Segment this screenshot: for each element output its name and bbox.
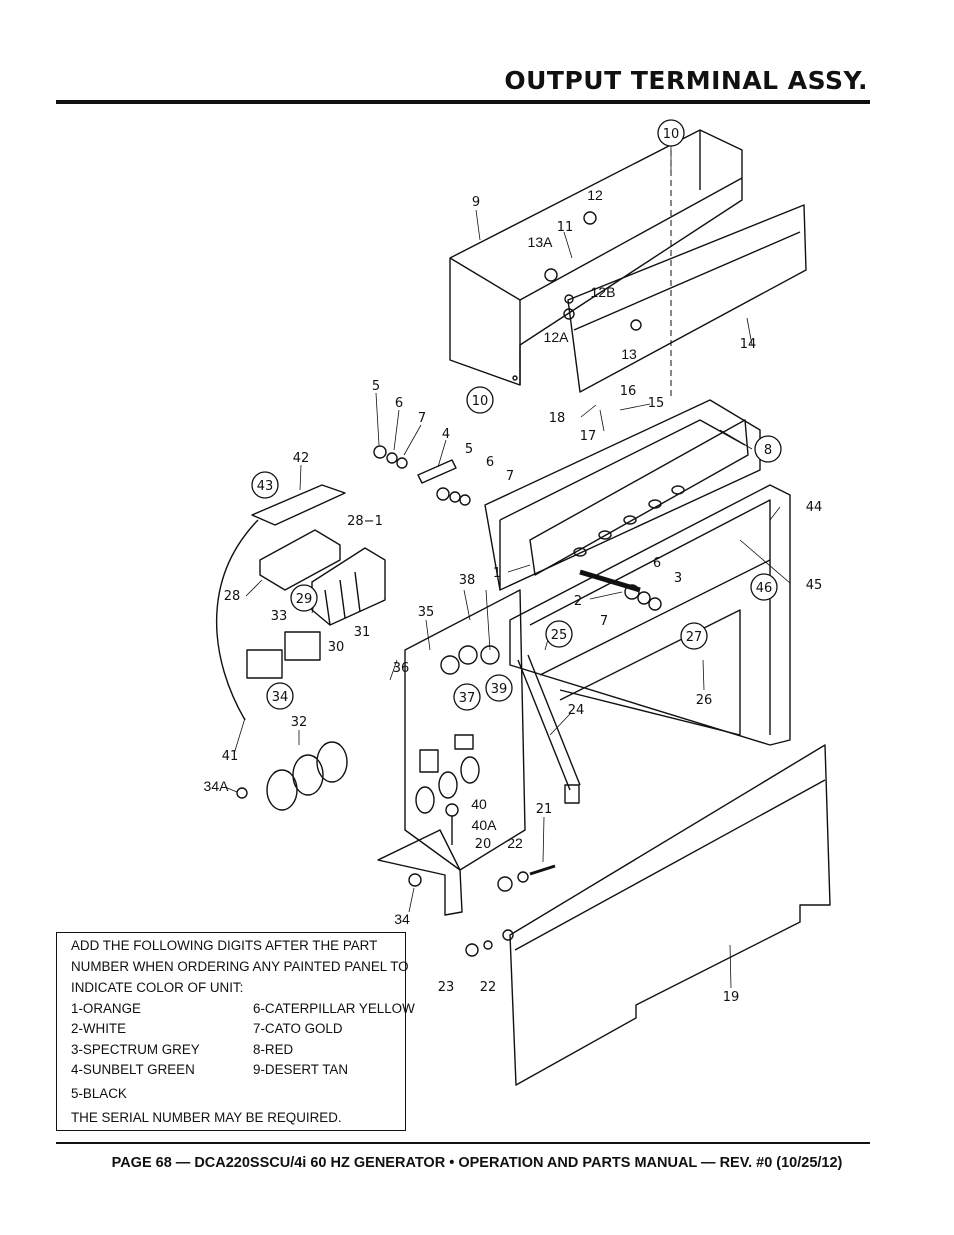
callout-7-mid: 7	[506, 469, 514, 484]
callout-40: 40	[471, 796, 487, 812]
callout-30: 30	[328, 640, 345, 655]
callout-42: 42	[293, 451, 310, 466]
callout-8: 8	[764, 443, 772, 458]
callout-9: 9	[472, 195, 480, 210]
callout-24: 24	[568, 703, 585, 718]
callout-15: 15	[648, 396, 665, 411]
note-color-row: 4-SUNBELT GREEN 9-DESERT TAN	[71, 1062, 348, 1078]
callout-22-upper: 22	[507, 835, 523, 851]
note-color-last: 5-BLACK	[71, 1086, 127, 1101]
callout-26: 26	[696, 693, 713, 708]
callout-33: 33	[271, 609, 288, 624]
callout-21: 21	[536, 802, 553, 817]
callout-43: 43	[257, 479, 274, 494]
callout-16: 16	[620, 384, 637, 399]
main-frame-part	[509, 484, 791, 746]
callout-6-mid: 6	[486, 455, 494, 470]
front-control-panel-part	[377, 589, 526, 916]
note-serial: THE SERIAL NUMBER MAY BE REQUIRED.	[71, 1110, 342, 1125]
callout-7-top: 7	[418, 411, 426, 426]
callout-41: 41	[222, 749, 239, 764]
callout-12a: 12A	[544, 329, 570, 345]
callout-12: 12	[587, 187, 603, 203]
callout-38: 38	[459, 573, 476, 588]
color-code: 9-DESERT TAN	[253, 1062, 349, 1077]
note-intro-line-3: INDICATE COLOR OF UNIT:	[71, 980, 244, 995]
bracket-42-part	[251, 484, 346, 526]
callout-35: 35	[418, 605, 435, 620]
note-intro-line-2: NUMBER WHEN ORDERING ANY PAINTED PANEL T…	[71, 959, 409, 974]
top-cover-part	[449, 129, 743, 386]
callout-36: 36	[393, 661, 410, 676]
callout-4: 4	[442, 427, 450, 442]
footer-rule	[56, 1142, 870, 1144]
callout-39: 39	[491, 682, 508, 697]
callout-37: 37	[459, 691, 476, 706]
callout-5-top: 5	[372, 379, 380, 394]
callout-3: 3	[674, 571, 682, 586]
callout-28: 28	[224, 589, 241, 604]
callout-13: 13	[621, 346, 637, 362]
callout-1: 1	[493, 566, 501, 581]
callout-20: 20	[475, 837, 492, 852]
callout-6-top: 6	[395, 396, 403, 411]
twist-lock-receptacle-part	[266, 741, 348, 811]
color-code: 4-SUNBELT GREEN	[71, 1062, 195, 1077]
header-rule	[56, 100, 870, 104]
callout-28-1: 28−1	[347, 514, 383, 529]
page-title: OUTPUT TERMINAL ASSY.	[504, 66, 868, 95]
leader-lines	[224, 146, 791, 989]
callout-25: 25	[551, 628, 568, 643]
callout-10-mid: 10	[472, 394, 489, 409]
note-intro-line-1: ADD THE FOLLOWING DIGITS AFTER THE PART	[71, 938, 378, 953]
callout-19: 19	[723, 990, 740, 1005]
color-code: 6-CATERPILLAR YELLOW	[253, 1001, 415, 1016]
callout-46: 46	[756, 581, 773, 596]
callout-34-lower: 34	[394, 911, 410, 927]
callout-2: 2	[574, 594, 582, 609]
callout-45: 45	[806, 578, 823, 593]
callout-5-mid: 5	[465, 442, 473, 457]
circuit-breaker-part	[311, 547, 386, 626]
color-code: 1-ORANGE	[71, 1001, 141, 1016]
callout-14: 14	[740, 337, 757, 352]
callout-7-low: 7	[600, 614, 608, 629]
color-code: 3-SPECTRUM GREY	[71, 1042, 200, 1057]
note-color-row: 1-ORANGE 6-CATERPILLAR YELLOW	[71, 1001, 415, 1017]
callout-12b: 12B	[591, 284, 616, 300]
page-footer: PAGE 68 — DCA220SSCU/4i 60 HZ GENERATOR …	[111, 1155, 843, 1171]
callout-29: 29	[296, 592, 313, 607]
callout-31: 31	[354, 625, 371, 640]
color-code: 8-RED	[253, 1042, 294, 1057]
callout-18: 18	[549, 411, 566, 426]
callout-17: 17	[580, 429, 597, 444]
note-color-row: 3-SPECTRUM GREY 8-RED	[71, 1042, 293, 1058]
callout-44: 44	[806, 500, 823, 515]
callout-40a: 40A	[472, 817, 498, 833]
side-panel-part	[567, 204, 807, 393]
callout-6-low: 6	[653, 556, 661, 571]
callout-11: 11	[557, 220, 574, 235]
callout-13a: 13A	[528, 234, 554, 250]
breaker-bracket-part	[259, 529, 341, 591]
insulator-plate-part	[529, 419, 749, 576]
color-code: 2-WHITE	[71, 1021, 127, 1036]
color-code: 7-CATO GOLD	[253, 1021, 343, 1036]
callout-22-lower: 22	[480, 980, 497, 995]
stay-rod-part	[517, 654, 581, 804]
bottom-cover-part	[502, 744, 831, 1086]
note-color-row: 2-WHITE 7-CATO GOLD	[71, 1021, 343, 1037]
receptacle-part	[246, 631, 321, 679]
callout-34a: 34A	[204, 778, 230, 794]
callout-10-top: 10	[663, 127, 680, 142]
callout-23: 23	[438, 980, 455, 995]
callout-32: 32	[291, 715, 308, 730]
color-code-note-box: ADD THE FOLLOWING DIGITS AFTER THE PART …	[56, 932, 415, 1131]
callout-27: 27	[686, 630, 703, 645]
callout-34-circle: 34	[272, 690, 289, 705]
